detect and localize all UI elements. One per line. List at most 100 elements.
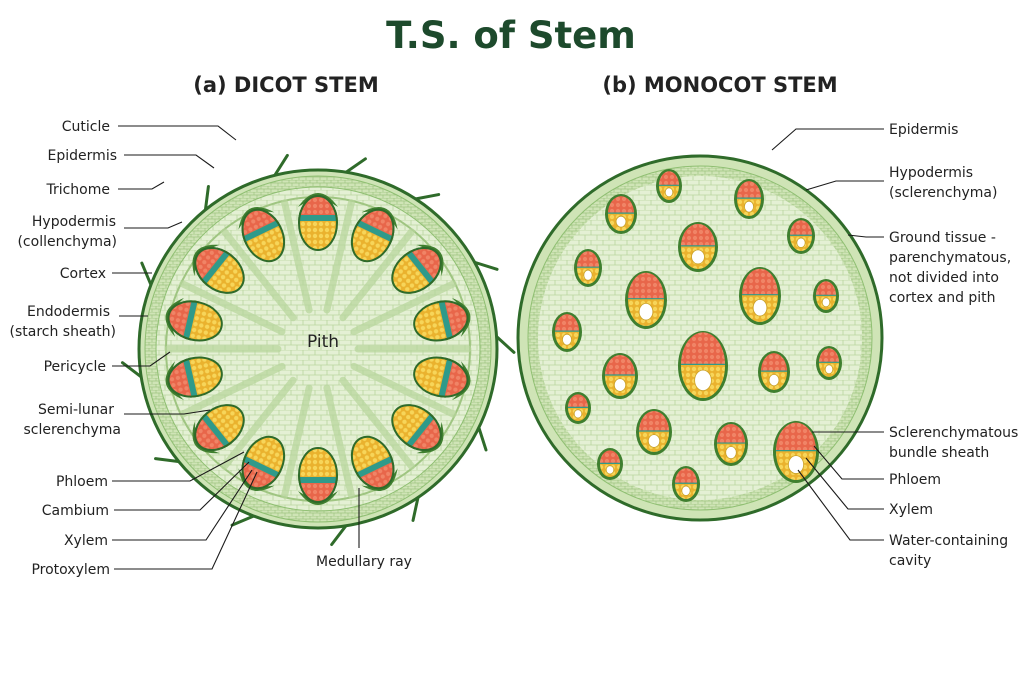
semi-lunar-sclerenchyma: [451, 297, 471, 337]
dicot-phloem: [404, 248, 441, 286]
dicot-bundle-outline: [298, 195, 338, 224]
monocot-vascular-bundle: [602, 353, 638, 399]
monocot-vascular-bundle: [714, 422, 748, 466]
monocot-vascular-bundle: [739, 267, 781, 325]
monocot-phloem: [605, 355, 635, 375]
dicot-vascular-bundle: [391, 244, 444, 294]
label-hypodermis: Hypodermis: [32, 214, 116, 230]
monocot-phloem: [608, 196, 634, 214]
water-containing-cavity: [694, 369, 712, 392]
label-bundle-sheath-2: bundle sheath: [889, 445, 989, 461]
dicot-stem-section: Pith: [120, 153, 516, 547]
page-title: T.S. of Stem: [386, 14, 636, 57]
label-semi-lunar: Semi-lunar: [38, 402, 114, 418]
monocot-stem-section: [516, 154, 884, 522]
monocot-phloem: [681, 223, 715, 246]
medullary-ray: [350, 280, 457, 336]
dicot-bundle-outline: [436, 300, 469, 341]
water-containing-cavity: [605, 465, 615, 475]
dicot-leader-lines: [112, 125, 360, 570]
dicot-vascular-bundle: [413, 297, 471, 342]
monocot-vascular-bundle: [565, 392, 591, 424]
monocot-phloem: [659, 171, 679, 186]
label-not-divided: not divided into: [889, 270, 999, 286]
water-containing-cavity: [796, 237, 806, 248]
label-pericycle: Pericycle: [44, 359, 106, 375]
dicot-phloem: [299, 475, 337, 502]
monocot-phloem: [776, 422, 816, 451]
medullary-ray: [281, 384, 313, 499]
label-ground-tissue: Ground tissue -: [889, 230, 996, 246]
dicot-vascular-bundle: [165, 356, 223, 401]
dicot-bundle-outline: [241, 208, 282, 245]
dicot-bundle-outline: [194, 247, 232, 287]
medullary-ray: [220, 228, 297, 322]
dicot-bundle-outline: [354, 208, 395, 245]
monocot-vascular-bundle: [625, 271, 667, 329]
water-containing-cavity: [573, 409, 583, 419]
water-containing-cavity: [691, 249, 705, 265]
dicot-bundle-outline: [436, 357, 469, 398]
dicot-vascular-bundle: [238, 207, 286, 263]
dicot-vascular-bundle: [350, 435, 398, 491]
dicot-vascular-bundle: [413, 356, 471, 401]
label-cortex-pith: cortex and pith: [889, 290, 996, 306]
dicot-bundle-outline: [194, 411, 232, 451]
dicot-bundle-outline: [354, 453, 395, 490]
label-mono-sclerenchyma: (sclerenchyma): [889, 185, 997, 201]
monocot-vascular-bundle: [816, 346, 842, 380]
dicot-vascular-bundle: [350, 207, 398, 263]
monocot-phloem: [717, 424, 745, 444]
monocot-phloem: [742, 268, 778, 295]
label-endodermis: Endodermis: [27, 304, 110, 320]
dicot-phloem: [355, 454, 394, 489]
label-cavity-1: Water-containing: [889, 533, 1008, 549]
water-containing-cavity: [768, 373, 780, 387]
label-medullary-ray: Medullary ray: [316, 554, 412, 570]
label-collenchyma: (collenchyma): [17, 234, 117, 250]
label-cortex: Cortex: [60, 266, 106, 282]
monocot-leader-lines: [771, 128, 884, 541]
monocot-vascular-bundle: [597, 448, 623, 480]
label-parenchymatous: parenchymatous,: [889, 250, 1011, 266]
monocot-vascular-bundle: [813, 279, 839, 313]
monocot-heading: (b) MONOCOT STEM: [602, 73, 837, 97]
dicot-cambium: [201, 413, 230, 448]
water-containing-cavity: [824, 364, 834, 375]
monocot-vascular-bundle: [734, 179, 764, 219]
medullary-ray: [281, 199, 313, 314]
dicot-phloem: [355, 209, 394, 244]
monocot-phloem: [819, 348, 839, 363]
monocot-phloem: [600, 450, 620, 464]
dicot-phloem: [195, 248, 232, 286]
dicot-phloem: [436, 358, 468, 398]
pith-label: Pith: [307, 332, 339, 352]
dicot-pith: [198, 229, 438, 469]
water-containing-cavity: [613, 378, 627, 392]
water-containing-cavity: [615, 215, 627, 228]
semi-lunar-sclerenchyma: [238, 207, 275, 230]
label-cambium: Cambium: [42, 503, 109, 519]
medullary-ray: [179, 362, 286, 418]
water-containing-cavity: [664, 187, 674, 198]
monocot-phloem: [681, 332, 725, 365]
water-containing-cavity: [725, 446, 737, 460]
dicot-vascular-bundle: [298, 447, 338, 505]
dicot-phloem: [168, 358, 200, 398]
dicot-phloem: [242, 209, 281, 244]
label-cuticle: Cuticle: [62, 119, 110, 135]
monocot-vascular-bundle: [636, 409, 672, 455]
medullary-ray: [179, 280, 286, 336]
dicot-vascular-bundle: [165, 297, 223, 342]
dicot-bundle-outline: [404, 411, 442, 451]
monocot-phloem: [568, 394, 588, 408]
label-protoxylem: Protoxylem: [31, 562, 110, 578]
dicot-phloem: [242, 454, 281, 489]
monocot-phloem: [737, 181, 761, 199]
monocot-phloem: [790, 220, 812, 236]
dicot-bundle-outline: [298, 474, 338, 503]
label-phloem: Phloem: [56, 474, 108, 490]
semi-lunar-sclerenchyma: [361, 207, 398, 230]
medullary-ray: [323, 384, 355, 499]
dicot-cambium: [299, 477, 337, 483]
